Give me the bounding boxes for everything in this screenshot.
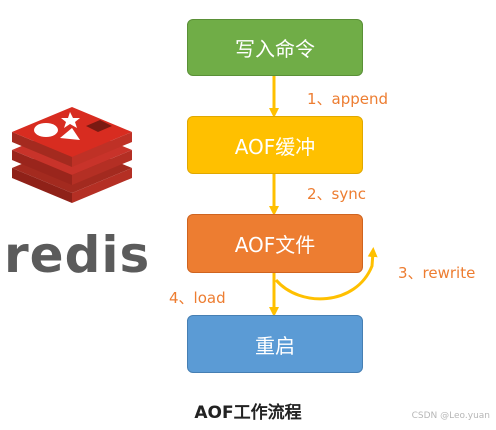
label-load: 4、load <box>169 289 226 307</box>
redis-logo: redis <box>4 107 150 284</box>
step-write-command: 写入命令 <box>187 19 363 76</box>
redis-logo-stack <box>12 107 132 203</box>
step-aof-buffer: AOF缓冲 <box>187 116 363 174</box>
label-rewrite: 3、rewrite <box>398 264 476 282</box>
diagram-caption: AOF工作流程 <box>194 403 302 423</box>
step-aof-file: AOF文件 <box>187 214 363 273</box>
logo-star <box>61 112 80 128</box>
label-sync: 2、sync <box>307 185 366 203</box>
redis-wordmark: redis <box>4 226 150 284</box>
label-append: 1、append <box>307 90 389 108</box>
logo-circle <box>34 123 58 137</box>
logo-square <box>86 120 112 132</box>
arrow-rewrite <box>274 247 378 301</box>
step-restart: 重启 <box>187 315 363 373</box>
watermark: CSDN @Leo.yuan <box>411 411 490 421</box>
logo-triangle <box>60 128 80 140</box>
